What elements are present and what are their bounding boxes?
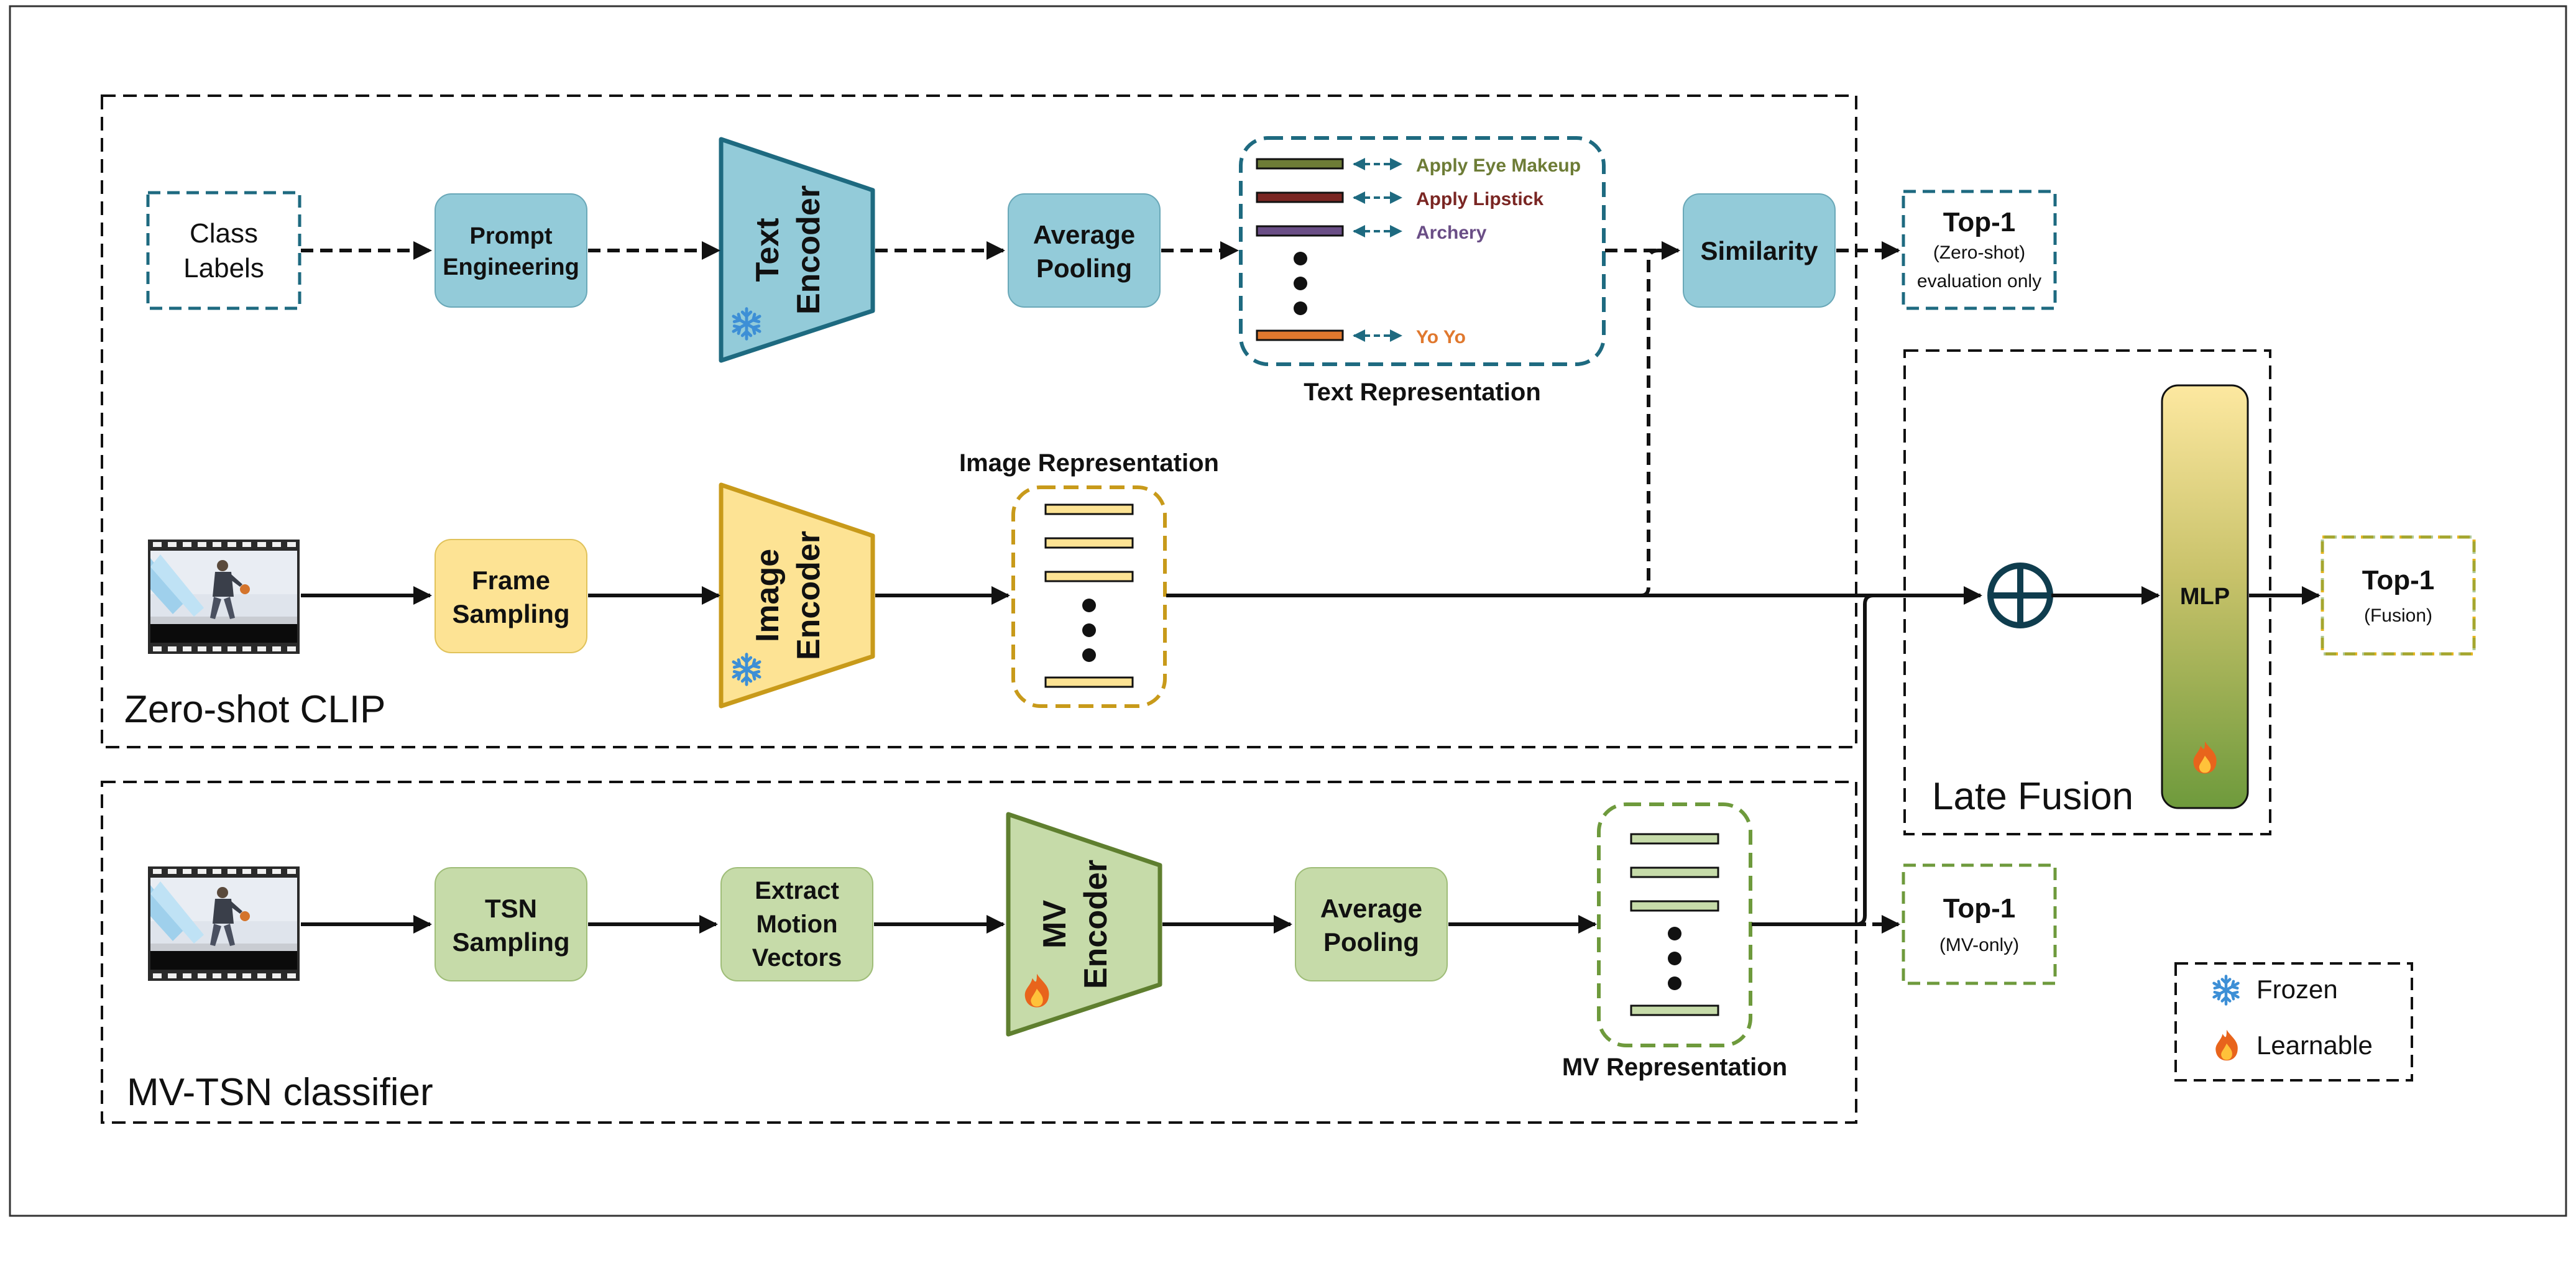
svg-text:Image: Image <box>750 549 786 642</box>
mv-tsn-region <box>101 781 1857 1124</box>
zero-shot-clip-region <box>101 94 1857 748</box>
ellipsis-dot <box>1082 648 1096 662</box>
ellipsis-dot <box>1668 976 1681 990</box>
svg-text:(MV-only): (MV-only) <box>1939 935 2019 955</box>
svg-text:Frame: Frame <box>472 566 550 595</box>
ellipsis-dot <box>1082 599 1096 612</box>
top1-zero-shot-box: Top-1 (Zero-shot) evaluation only <box>1902 190 2057 310</box>
svg-text:Prompt: Prompt <box>470 223 553 249</box>
svg-text:Top-1: Top-1 <box>1943 893 2016 924</box>
svg-text:MLP: MLP <box>2180 584 2230 610</box>
ellipsis-dot <box>1668 952 1681 965</box>
svg-text:Pooling: Pooling <box>1036 254 1132 283</box>
average-pooling-box-top: Average Pooling <box>1008 193 1161 308</box>
svg-text:Engineering: Engineering <box>443 254 579 280</box>
mlp-block: MLP <box>2161 384 2249 809</box>
legend-frozen-label: Frozen <box>2256 975 2338 1004</box>
bottom-row-arrows <box>301 594 1900 934</box>
svg-text:Extract: Extract <box>755 877 839 904</box>
mv-representation-container <box>1597 802 1752 1047</box>
ellipsis-dot <box>1668 927 1681 940</box>
frame-sampling-box: Frame Sampling <box>435 539 587 653</box>
tsn-sampling-box: TSN Sampling <box>435 867 587 981</box>
figure-frame <box>9 5 2567 1217</box>
ellipsis-dot <box>1294 301 1307 315</box>
video-frame-thumbnail-clip <box>148 540 300 654</box>
svg-text:Similarity: Similarity <box>1700 236 1818 265</box>
svg-text:Sampling: Sampling <box>452 599 569 628</box>
legend-learnable-label: Learnable <box>2256 1031 2373 1060</box>
prompt-engineering-box: Prompt Engineering <box>435 193 587 308</box>
late-fusion-label: Late Fusion <box>1932 775 2133 818</box>
text-rep-bar-lipstick <box>1256 191 1344 203</box>
svg-text:evaluation only: evaluation only <box>1917 271 2041 292</box>
svg-text:Average: Average <box>1033 220 1135 249</box>
svg-text:(Zero-shot): (Zero-shot) <box>1933 242 2025 263</box>
mv-tsn-label: MV-TSN classifier <box>127 1071 433 1114</box>
image-representation-container <box>1011 485 1167 708</box>
top1-fusion-box: Top-1 (Fusion) <box>2321 535 2476 656</box>
svg-text:Top-1: Top-1 <box>1943 207 2016 237</box>
text-representation-caption: Text Representation <box>1304 379 1541 406</box>
svg-text:Motion: Motion <box>756 911 837 938</box>
svg-text:Class: Class <box>190 218 258 249</box>
class-label-archery: Archery <box>1416 223 1487 243</box>
svg-text:Vectors: Vectors <box>752 944 842 972</box>
svg-text:Encoder: Encoder <box>791 185 827 315</box>
text-encoder-block: Text Encoder <box>719 137 875 363</box>
circled-plus-icon <box>1987 563 2053 628</box>
legend-box: Frozen Learnable <box>2174 962 2413 1082</box>
svg-text:Text: Text <box>750 218 786 282</box>
svg-text:MV: MV <box>1037 900 1073 949</box>
class-label-lipstick: Apply Lipstick <box>1416 189 1543 209</box>
image-representation-caption: Image Representation <box>959 449 1219 477</box>
class-label-eye-makeup: Apply Eye Makeup <box>1416 155 1581 176</box>
ellipsis-dot <box>1294 277 1307 290</box>
class-labels-box: Class Labels <box>146 191 301 310</box>
top1-mv-only-box: Top-1 (MV-only) <box>1902 863 2057 985</box>
mv-encoder-block: MV Encoder <box>1006 812 1162 1037</box>
image-encoder-block: Image Encoder <box>719 482 875 709</box>
text-representation-container: Apply Eye Makeup Apply Lipstick Archery … <box>1239 136 1606 366</box>
svg-text:Encoder: Encoder <box>791 531 827 660</box>
text-rep-bar-archery <box>1256 225 1344 237</box>
svg-text:Pooling: Pooling <box>1323 927 1419 957</box>
svg-text:Top-1: Top-1 <box>2362 565 2435 595</box>
class-label-yoyo: Yo Yo <box>1416 327 1466 347</box>
svg-text:Encoder: Encoder <box>1078 860 1114 989</box>
ellipsis-dot <box>1082 623 1096 637</box>
extract-motion-vectors-box: Extract Motion Vectors <box>720 867 873 981</box>
text-rep-bar-eye-makeup <box>1256 158 1344 170</box>
mv-representation-caption: MV Representation <box>1562 1054 1787 1081</box>
late-fusion-region <box>1903 349 2271 835</box>
video-frame-thumbnail-mv <box>148 866 300 981</box>
text-rep-bar-yoyo <box>1256 329 1344 341</box>
similarity-box: Similarity <box>1683 193 1836 308</box>
svg-text:Average: Average <box>1320 894 1422 923</box>
zero-shot-clip-label: Zero-shot CLIP <box>124 688 385 731</box>
svg-text:Sampling: Sampling <box>452 927 569 957</box>
svg-text:Labels: Labels <box>183 253 264 283</box>
svg-text:(Fusion): (Fusion) <box>2364 605 2432 626</box>
ellipsis-dot <box>1294 252 1307 265</box>
svg-text:TSN: TSN <box>485 894 537 923</box>
average-pooling-box-bottom: Average Pooling <box>1295 867 1448 981</box>
